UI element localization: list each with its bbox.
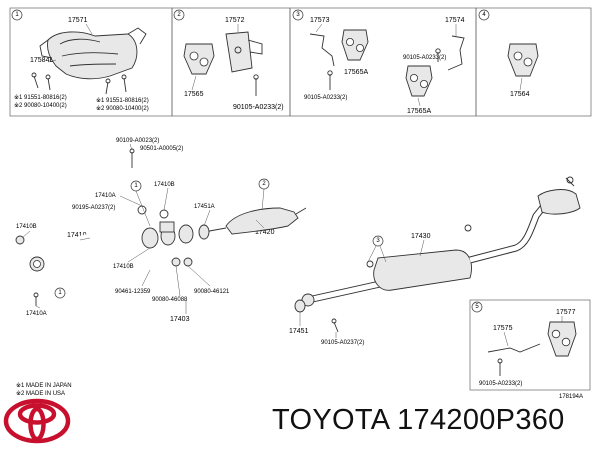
label-90080-46121: 90080-46121 [194, 289, 230, 295]
hanger-rod-drawing-a [309, 33, 335, 67]
label-17410a: 17410A [95, 193, 116, 199]
rubber-hanger-drawing-p3b [405, 65, 433, 97]
panel-2-callout-circle [173, 9, 185, 21]
panel-2: 2 17572 17565 90105-A0233(2) [171, 7, 291, 117]
label-17565: 17565 [184, 91, 204, 98]
label-17420: 17420 [255, 229, 275, 236]
panel-5: 5 17577 17575 90105-A0233(2) [469, 299, 591, 391]
label-17451a: 17451A [194, 204, 215, 210]
tail-pipe-drawing [469, 176, 581, 264]
label-90109-a0023: 90109-A0023(2) [116, 138, 159, 144]
label-17410b-top: 17410B [154, 182, 175, 188]
label-17410b-mid: 17410B [113, 264, 134, 270]
label-17584b: 17584B [30, 57, 54, 64]
label-90105-a0233-p3a: 90105-A0233(2) [304, 95, 347, 101]
label-90080-10400-b: ※2 90080-10400(2) [96, 105, 149, 112]
bolts-panel-3 [327, 48, 441, 90]
panel-3-number: 3 [296, 12, 300, 18]
callout-1b-number: 1 [58, 290, 62, 296]
toyota-logo [3, 398, 71, 444]
label-17572: 17572 [225, 17, 245, 24]
panel-4: 4 17564 [475, 7, 592, 117]
hanger-bracket-drawing [225, 31, 263, 73]
catalytic-converter-drawing [198, 207, 307, 240]
callout-2-number: 2 [262, 181, 266, 187]
label-91551-80816-a: ※1 91551-80816(2) [14, 94, 67, 101]
label-90105-a0233-p5: 90105-A0233(2) [479, 381, 522, 387]
center-pipe-drawing [301, 280, 381, 307]
label-90080-10400-a: ※2 90080-10400(2) [14, 102, 67, 109]
label-17577: 17577 [556, 309, 576, 316]
panel-2-number: 2 [177, 12, 181, 18]
flange-joint-drawing [137, 205, 194, 267]
main-exhaust-assembly: 90109-A0023(2) 90501-A0005(2) 17410A 174… [15, 138, 581, 346]
panel-3: 3 17573 17574 90105-A0233(2) 17565A 9010… [289, 7, 477, 117]
toyota-logo-ellipses [3, 398, 71, 444]
label-17574: 17574 [445, 17, 465, 24]
panel-1-callout-circle [11, 9, 23, 21]
label-17565a-a: 17565A [344, 69, 368, 76]
label-17410b-left: 17410B [16, 224, 37, 230]
callout-1-number: 1 [134, 183, 138, 189]
illustration-code: 178194A [559, 394, 583, 400]
panel-5-frame [469, 299, 591, 391]
label-17575: 17575 [493, 325, 513, 332]
callout-1-bottom: 1 [54, 287, 66, 299]
rubber-hanger-drawing-p3a [341, 29, 369, 61]
panel-4-callout-circle [478, 9, 490, 21]
note-made-in-japan: ※1 MADE IN JAPAN [16, 382, 72, 389]
panel-3-callout-circle [292, 9, 304, 21]
label-17403: 17403 [170, 316, 190, 323]
label-17565a-b: 17565A [407, 108, 431, 115]
callout-3-number: 3 [376, 238, 380, 244]
gaskets-and-bolts-drawing [15, 148, 339, 333]
callout-1: 1 [130, 180, 151, 227]
bolts-panel-1 [31, 72, 127, 95]
callout-3: 3 [367, 235, 387, 263]
panel-1: 1 17571 17584B ※1 91551-80816(2) ※2 9008… [9, 7, 173, 117]
heat-insulator-drawing [39, 27, 147, 80]
panel-1-number: 1 [15, 12, 19, 18]
rubber-hanger-drawing-p2 [183, 43, 215, 75]
label-90501-a0005: 90501-A0005(2) [140, 146, 183, 152]
part-number-caption: TOYOTA 174200P360 [272, 404, 565, 436]
label-91551-80816-b: ※1 91551-80816(2) [96, 97, 149, 104]
front-pipe-drawing [29, 233, 121, 291]
label-90105-a0237: 90105-A0237(2) [321, 340, 364, 346]
rubber-hanger-drawing-p4 [507, 43, 539, 77]
leader-lines [21, 143, 425, 338]
bolt-panel-2 [253, 74, 259, 96]
label-90105-a0233-p3b: 90105-A0233(2) [403, 55, 446, 61]
label-17571: 17571 [68, 17, 88, 24]
panel-4-number: 4 [482, 12, 486, 18]
label-17451: 17451 [289, 328, 309, 335]
panel-5-callout-circle [471, 301, 483, 313]
panel-5-number: 5 [475, 304, 479, 310]
label-90195-a0237: 90195-A0237(2) [72, 205, 115, 211]
bolt-panel-5 [497, 358, 503, 376]
label-17564: 17564 [510, 91, 530, 98]
label-90080-46088: 90080-46088 [152, 297, 188, 303]
hanger-rod-drawing-p5 [487, 343, 541, 353]
note-made-in-usa: ※2 MADE IN USA [16, 390, 65, 397]
callout-2: 2 [258, 178, 270, 211]
label-90105-a0233-p2: 90105-A0233(2) [233, 104, 284, 111]
label-17410: 17410 [67, 232, 87, 239]
label-17573: 17573 [310, 17, 330, 24]
rubber-hanger-drawing-p5 [547, 321, 577, 357]
main-muffler-drawing [366, 224, 472, 291]
hanger-rod-drawing-b [447, 35, 465, 71]
label-17410a-bottom: 17410A [26, 311, 47, 317]
label-90461-12359: 90461-12359 [115, 289, 151, 295]
label-17430: 17430 [411, 233, 431, 240]
panel-4-frame [475, 7, 592, 117]
